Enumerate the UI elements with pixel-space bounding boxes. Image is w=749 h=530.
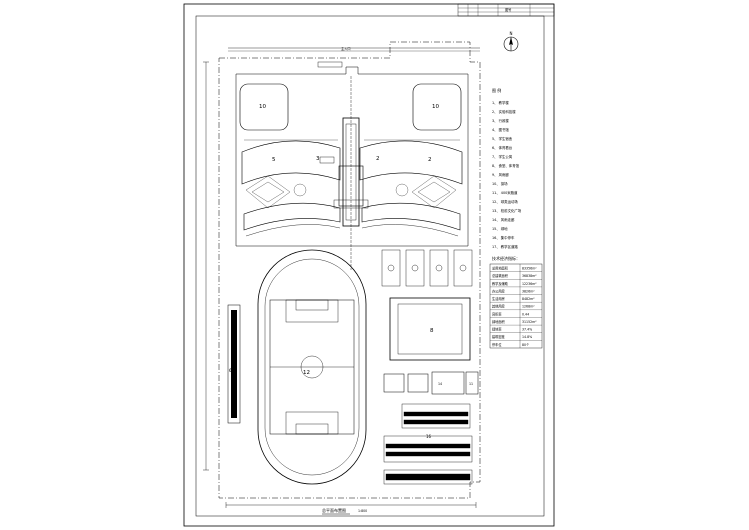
building-10-left — [239, 83, 289, 131]
title-block: 图号 — [457, 3, 555, 17]
campus-ring-road — [235, 66, 469, 247]
central-axis — [333, 76, 369, 270]
legend-header: 图 例 — [492, 87, 501, 93]
courtyard-landscaping — [245, 175, 457, 209]
zone-label-6: 6 — [229, 368, 232, 373]
legend-item-11: 11、 400米跑道 — [492, 190, 518, 195]
entrance-gate — [317, 61, 343, 68]
zone-label-10-left: 10 — [259, 104, 266, 110]
zone-label-11: 11 — [469, 382, 473, 386]
indicator-value: 8482m² — [522, 297, 535, 301]
zone-label-2: 2 — [376, 156, 380, 162]
indicator-label: 教学及辅助 — [492, 281, 508, 286]
indicator-value: 36838m² — [522, 274, 537, 278]
zone-label-12: 12 — [303, 370, 310, 376]
legend-item-7: 7、 学生公寓 — [492, 154, 513, 159]
zone-label-14: 14 — [438, 382, 442, 386]
zone-label-3: 3 — [316, 156, 320, 162]
indicator-label: 容积率 — [492, 311, 502, 316]
zone-label-2b: 2 — [428, 157, 432, 163]
legend-item-13: 13、 校前文化广场 — [492, 208, 522, 213]
indicator-label: 绿地面积 — [492, 319, 506, 324]
indicator-label: 停车位 — [492, 342, 502, 347]
legend-item-15: 15、 绿地 — [492, 226, 508, 231]
legend-item-4: 4、 图书馆 — [492, 127, 509, 132]
legend-item-17: 17、 教学区道路 — [492, 244, 518, 249]
legend-item-10: 10、 操场 — [492, 181, 508, 186]
title-block-label: 图号 — [505, 7, 511, 12]
indicator-label: 生活用房 — [492, 296, 505, 301]
indicator-value: 0.44 — [522, 312, 529, 316]
indicator-value: 83356m² — [522, 267, 537, 271]
indicator-value: 1268m² — [522, 305, 535, 309]
indicator-label: 绿地率 — [492, 327, 502, 332]
legend-item-2: 2、 实验科技楼 — [492, 109, 516, 114]
indicator-value: 80个 — [522, 343, 530, 347]
bottom-dimension-line — [225, 502, 477, 508]
basketball-courts — [381, 249, 473, 287]
legend-item-16: 16、 集中停车 — [492, 235, 515, 240]
zone-label-8: 8 — [430, 328, 434, 334]
legend-item-14: 14、 风雨走廊 — [492, 217, 515, 222]
indicator-label: 总用地面积 — [492, 266, 509, 271]
indicator-label: 建筑密度 — [492, 334, 506, 339]
building-3-block — [319, 156, 335, 164]
north-label: N — [510, 31, 513, 36]
indicators-table: 技术经济指标： 总用地面积 83356m² 总建筑面积 36838m² 教学及辅… — [489, 255, 543, 349]
legend-item-8: 8、 食堂、体育馆 — [492, 163, 520, 168]
grandstand — [227, 304, 241, 424]
plan-scale: 1:800 — [358, 509, 367, 513]
zone-label-5: 5 — [272, 157, 276, 163]
zone-label-10-right: 10 — [432, 104, 439, 110]
legend-item-6: 6、 体育看台 — [492, 145, 513, 150]
indicators-header: 技术经济指标： — [492, 255, 520, 261]
plan-title: 总平面布置图 — [322, 507, 346, 513]
indicator-value: 12236m² — [522, 282, 537, 286]
outer-frame — [183, 3, 555, 527]
indicator-label: 其他用房 — [492, 304, 505, 309]
small-buildings — [383, 371, 479, 395]
legend-item-5: 5、 学生宿舍 — [492, 136, 513, 141]
indicator-value: 3826m² — [522, 289, 535, 293]
left-dimension-line — [203, 61, 209, 471]
legend-item-12: 12、 球类运动场 — [492, 199, 518, 204]
teaching-wings-lower — [243, 202, 461, 237]
entrance-label: 主入口 — [341, 46, 351, 51]
building-8 — [389, 297, 471, 361]
indicator-value: 14.8% — [522, 335, 532, 339]
north-arrow-icon: N — [503, 31, 519, 52]
indicator-label: 总建筑面积 — [492, 273, 509, 278]
legend: 图 例 1、 教学楼 2、 实验科技楼 3、 行政楼 4、 图书馆 5、 学生宿… — [492, 87, 522, 249]
zone-label-16: 16 — [426, 434, 432, 439]
legend-item-3: 3、 行政楼 — [492, 118, 509, 123]
building-10-right — [412, 83, 462, 131]
site-boundary — [218, 41, 481, 499]
indicator-value: 37.4% — [522, 328, 532, 332]
indicator-value: 31152m² — [522, 320, 537, 324]
athletic-track — [257, 249, 367, 485]
indicator-label: 办公用房 — [492, 288, 505, 293]
inner-frame — [195, 15, 545, 517]
parking-area — [383, 403, 473, 485]
legend-item-9: 9、 风雨廊 — [492, 172, 509, 177]
legend-item-1: 1、 教学楼 — [492, 100, 509, 105]
teaching-wings-upper — [241, 139, 463, 185]
